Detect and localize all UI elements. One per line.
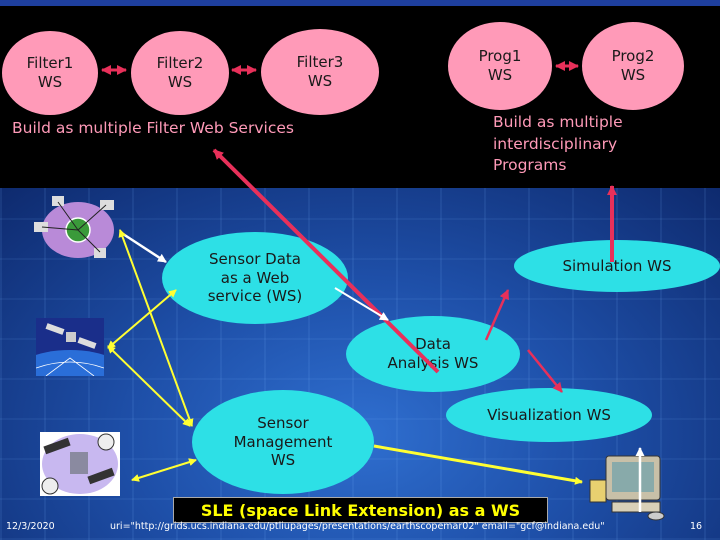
prog1-ws-node: Prog1 WS — [448, 22, 552, 110]
satellite-picture — [36, 318, 104, 376]
top-rule — [0, 0, 720, 6]
white-arrows — [119, 230, 645, 512]
sle-caption: SLE (space Link Extension) as a WS — [173, 497, 548, 523]
footer-date: 12/3/2020 — [6, 521, 55, 532]
yellow-arrows — [107, 229, 583, 485]
filter-links — [101, 61, 579, 75]
filter2-ws-node: Filter2 WS — [131, 31, 229, 115]
simulation-ws-node: Simulation WS — [514, 240, 720, 292]
sensor-management-ws-node: Sensor Management WS — [192, 390, 374, 494]
prog-caption: Build as multiple interdisciplinary Prog… — [493, 113, 623, 175]
visualization-ws-node: Visualization WS — [446, 388, 652, 442]
red-arrows — [212, 148, 617, 393]
filter-caption: Build as multiple Filter Web Services — [12, 119, 294, 137]
prog2-ws-node: Prog2 WS — [582, 22, 684, 110]
computer-picture — [589, 455, 665, 521]
satellite-dish-picture — [40, 432, 120, 496]
filter3-ws-node: Filter3 WS — [261, 29, 379, 115]
satellite-network-picture — [34, 196, 114, 258]
footer-uri: uri="http://grids.ucs.indiana.edu/ptliup… — [110, 521, 605, 532]
filter1-ws-node: Filter1 WS — [2, 31, 98, 115]
footer-page-number: 16 — [690, 521, 703, 532]
